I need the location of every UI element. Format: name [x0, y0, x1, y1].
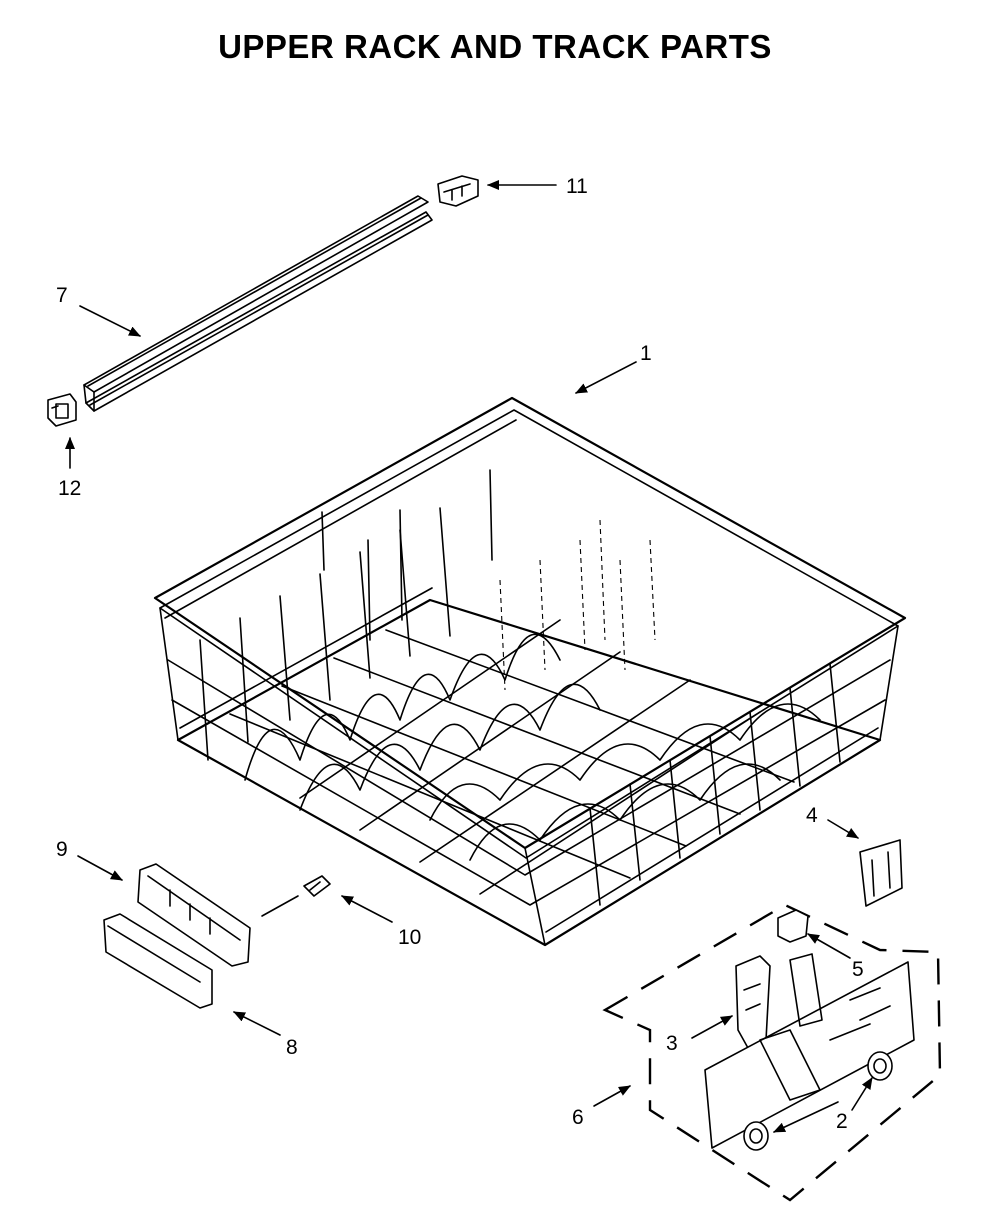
- callout-9: 9: [56, 838, 68, 861]
- callout-1: 1: [640, 342, 652, 365]
- callout-11: 11: [566, 175, 588, 198]
- leader-arrows: [65, 180, 873, 1133]
- track-stop-front: [47, 393, 77, 427]
- rack-adjuster-arm: [735, 955, 771, 1049]
- rack-wheel: [743, 1051, 893, 1151]
- screw: [303, 875, 331, 897]
- callout-5: 5: [852, 958, 864, 981]
- callout-labels: 1 2 3 4 5 6 7 8 9 10 11 12: [56, 175, 864, 1133]
- callout-6: 6: [572, 1106, 584, 1129]
- track-stop-rear: [437, 175, 479, 207]
- callout-12: 12: [58, 477, 81, 500]
- track-end-cap: [103, 913, 213, 1009]
- diagram-title: UPPER RACK AND TRACK PARTS: [218, 28, 772, 65]
- callout-8: 8: [286, 1036, 298, 1059]
- callout-4: 4: [806, 804, 818, 827]
- adjuster-housing: [704, 953, 915, 1149]
- upper-dishrack: [153, 396, 907, 947]
- callout-7: 7: [56, 284, 68, 307]
- callout-2: 2: [836, 1110, 848, 1133]
- rack-track: [83, 195, 433, 412]
- callout-3: 3: [666, 1032, 678, 1055]
- adjuster-clip: [859, 839, 903, 907]
- track-mount-bracket: [137, 863, 251, 967]
- callout-10: 10: [398, 926, 421, 949]
- adjuster-button: [777, 909, 809, 943]
